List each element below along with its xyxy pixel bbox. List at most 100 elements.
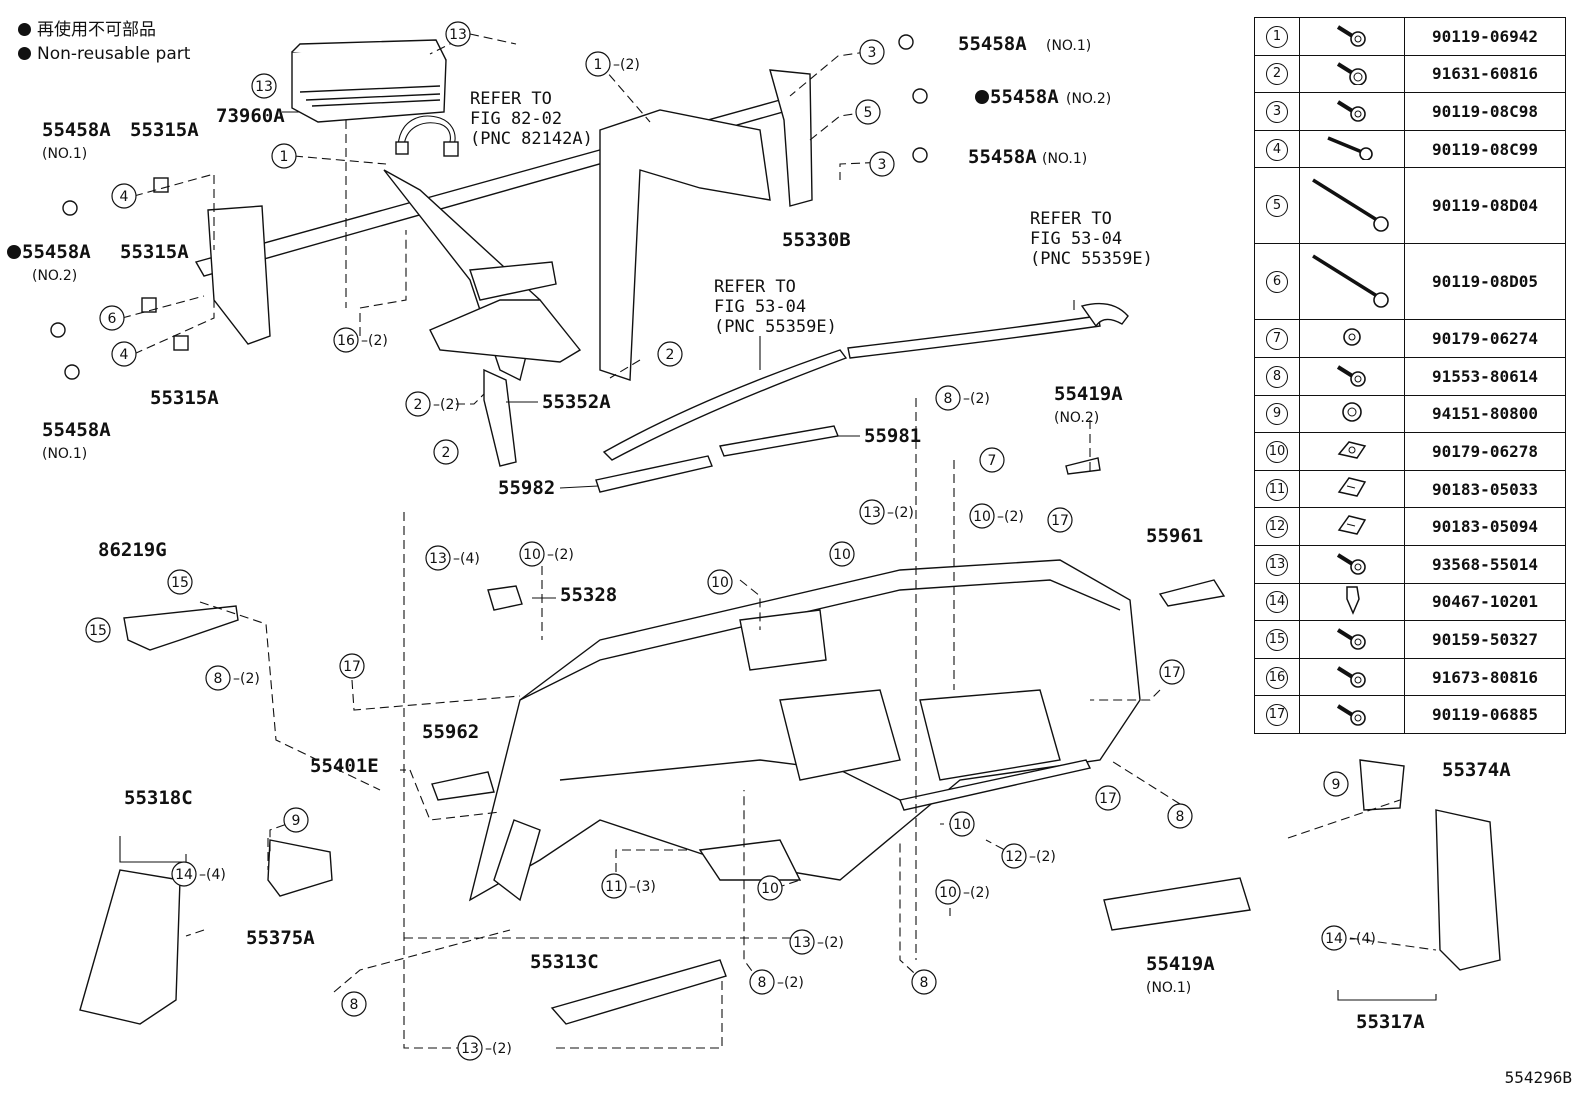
fastener-index: 5 xyxy=(1266,195,1288,218)
callout-number: 10 xyxy=(973,509,991,525)
callout-9: 9 xyxy=(283,807,309,833)
bolt-flange-icon xyxy=(1299,544,1405,584)
solid-leaders xyxy=(119,111,1437,1001)
callout-quantity: –(3) xyxy=(629,879,656,895)
callout-circle xyxy=(935,879,961,905)
fastener-index: 6 xyxy=(1266,271,1288,294)
callout-10: 10 xyxy=(757,875,783,901)
bolt-long-icon xyxy=(1299,129,1405,169)
callout-circle xyxy=(445,21,471,47)
callout-circle xyxy=(911,969,937,995)
fastener-index-cell: 2 xyxy=(1254,54,1300,94)
callout-number: 8 xyxy=(214,671,223,687)
callout-4: 4 xyxy=(111,183,137,209)
callout-10: 10–(2) xyxy=(935,879,990,905)
callout-number: 11 xyxy=(605,879,623,895)
callout-5: 5 xyxy=(855,99,881,125)
callout-number: 10 xyxy=(523,547,541,563)
callout-circle xyxy=(1159,659,1185,685)
callout-circle xyxy=(433,439,459,465)
vent-parts xyxy=(431,457,1226,801)
callout-12: 12–(2) xyxy=(1001,843,1056,869)
fastener-index: 11 xyxy=(1266,478,1288,501)
callout-number: 8 xyxy=(758,975,767,991)
callout-17: 17 xyxy=(339,653,365,679)
callout-number: 15 xyxy=(89,623,107,639)
callout-number: 5 xyxy=(864,105,873,121)
callout-4: 4 xyxy=(111,341,137,367)
callout-circle xyxy=(585,51,611,77)
legend-row-jp: 再使用不可部品 xyxy=(18,18,190,42)
airbag-module-73960A xyxy=(291,39,447,123)
fastener-index-cell: 15 xyxy=(1254,620,1300,659)
small-fasteners xyxy=(50,34,928,380)
part-label-55317a: 55317A xyxy=(1356,1011,1425,1033)
bolt-very-long-icon xyxy=(1299,167,1405,245)
callout-7: 7 xyxy=(979,447,1005,473)
callout-number: 6 xyxy=(108,311,117,327)
callout-number: 4 xyxy=(120,189,129,205)
clip-nut-icon xyxy=(1299,432,1405,471)
part-label-55315a: 55315A xyxy=(130,119,199,141)
callout-number: 2 xyxy=(442,445,451,461)
nonreusable-dot-icon xyxy=(18,23,31,36)
callout-8: 8 xyxy=(341,991,367,1017)
fastener-index-cell: 10 xyxy=(1254,432,1300,471)
part-label-55315a: 55315A xyxy=(150,387,219,409)
silencer-pads xyxy=(79,869,1251,1025)
fastener-index-cell: 14 xyxy=(1254,582,1300,622)
fastener-index-cell: 4 xyxy=(1254,129,1300,169)
fastener-part-number: 90159-50327 xyxy=(1404,620,1566,659)
callout-9: 9 xyxy=(1323,771,1349,797)
callout-3: 3 xyxy=(859,39,885,65)
callout-6: 6 xyxy=(99,305,125,331)
callout-circle xyxy=(859,499,885,525)
part-label-55458a: 55458A xyxy=(958,33,1027,55)
part-label-55458a: 55458A xyxy=(42,119,111,141)
part-label-55328: 55328 xyxy=(560,584,617,606)
callout-number: 15 xyxy=(171,575,189,591)
legend: 再使用不可部品 Non-reusable part xyxy=(18,18,190,66)
callout-circle xyxy=(167,569,193,595)
callout-quantity: –(2) xyxy=(777,975,804,991)
fastener-part-number: 90183-05094 xyxy=(1404,507,1566,546)
callout-quantity: –(2) xyxy=(997,509,1024,525)
callout-number: 8 xyxy=(920,975,929,991)
part-label-55330b: 55330B xyxy=(782,229,851,251)
callout-circle xyxy=(869,151,895,177)
part-label-55419a: 55419A xyxy=(1054,383,1123,405)
part-label-55981: 55981 xyxy=(864,425,921,447)
callout-13: 13–(2) xyxy=(457,1035,512,1061)
callout-circle xyxy=(969,503,995,529)
fastener-index-cell: 11 xyxy=(1254,469,1300,509)
legend-jp-text: 再使用不可部品 xyxy=(37,20,156,40)
part-label-55982: 55982 xyxy=(498,477,555,499)
fastener-part-number: 90119-08D04 xyxy=(1404,167,1566,245)
clip-icon xyxy=(1299,469,1405,509)
fastener-part-number: 90467-10201 xyxy=(1404,582,1566,622)
callout-quantity: –(2) xyxy=(233,671,260,687)
fastener-index: 2 xyxy=(1266,63,1288,86)
part-label-55315a: 55315A xyxy=(120,241,189,263)
refer-note-line: (PNC 55359E) xyxy=(714,317,837,337)
callout-17: 17 xyxy=(1095,785,1121,811)
callout-circle xyxy=(789,929,815,955)
fastener-part-number: 91553-80614 xyxy=(1404,356,1566,396)
callout-circle xyxy=(99,305,125,331)
callout-1: 1–(2) xyxy=(585,51,640,77)
callout-number: 2 xyxy=(666,347,675,363)
fastener-index: 8 xyxy=(1266,365,1288,388)
fastener-index-cell: 3 xyxy=(1254,92,1300,131)
brackets-misc xyxy=(123,605,1501,1025)
fastener-index: 14 xyxy=(1266,591,1288,614)
fastener-part-number: 91631-60816 xyxy=(1404,54,1566,94)
callout-10: 10 xyxy=(829,541,855,567)
callout-8: 8 xyxy=(911,969,937,995)
fastener-index-cell: 6 xyxy=(1254,243,1300,321)
fastener-index-cell: 12 xyxy=(1254,507,1300,546)
clip-icon xyxy=(1299,507,1405,546)
refer-note-line: REFER TO xyxy=(714,277,796,297)
